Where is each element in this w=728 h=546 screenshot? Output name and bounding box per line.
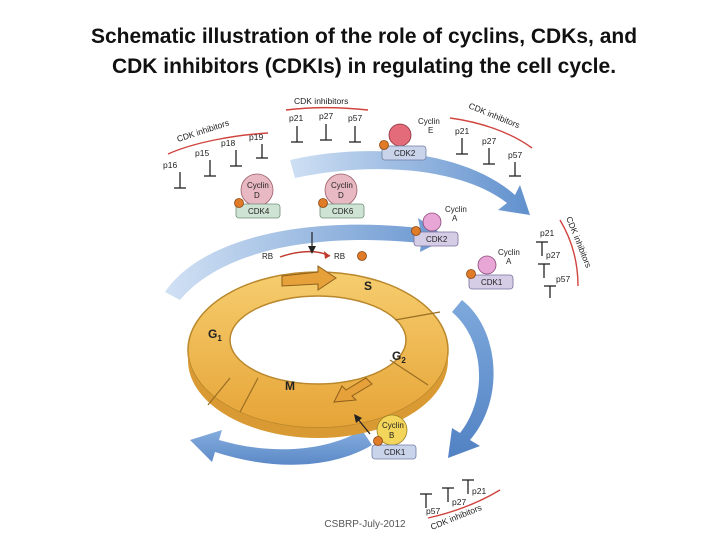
cycle-arrow-left (165, 218, 448, 300)
complex-cyclin-a-cdk2: Cyclin A CDK2 (411, 205, 467, 247)
complex-cyclin-d-cdk6: Cyclin D CDK6 (318, 173, 365, 219)
svg-text:A: A (506, 257, 512, 266)
svg-text:Cyclin: Cyclin (445, 205, 467, 214)
svg-text:CDK1: CDK1 (384, 448, 406, 457)
svg-text:p57: p57 (348, 113, 362, 123)
svg-text:p27: p27 (482, 136, 496, 146)
phase-g2-label: G2 (392, 349, 406, 365)
svg-text:CDK1: CDK1 (481, 278, 503, 287)
rb-phosphorylation: RB RB (262, 232, 367, 261)
rb-unphosphorylated-label: RB (262, 252, 273, 261)
phase-s-label: S (364, 279, 372, 293)
svg-text:p27: p27 (546, 250, 560, 260)
svg-text:CDK6: CDK6 (332, 207, 354, 216)
svg-text:Cyclin: Cyclin (498, 248, 520, 257)
svg-text:p19: p19 (249, 132, 263, 142)
svg-text:Cyclin: Cyclin (418, 117, 440, 126)
complex-cyclin-e-cdk2: Cyclin E CDK2 (379, 117, 440, 161)
svg-text:p16: p16 (163, 160, 177, 170)
slide-title: Schematic illustration of the role of cy… (0, 22, 728, 82)
cdk2-a-phosphate-dot (411, 226, 421, 236)
title-line-1: Schematic illustration of the role of cy… (90, 25, 638, 48)
cdk4-phosphate-dot (234, 198, 244, 208)
svg-text:p57: p57 (556, 274, 570, 284)
svg-text:CDK2: CDK2 (394, 149, 416, 158)
svg-text:p57: p57 (426, 506, 440, 516)
inhibitor-group-top-label: CDK inhibitors (294, 96, 348, 106)
complex-cyclin-b-cdk1: Cyclin B CDK1 (354, 414, 417, 460)
g2-m-checkpoint-arrow (333, 377, 373, 403)
inhibitor-group-right-upper: CDK inhibitors p21 p27 p57 (449, 101, 533, 177)
svg-text:p15: p15 (195, 148, 209, 158)
inhibitor-group-top: CDK inhibitors p21 p27 p57 (285, 96, 369, 143)
cdk1-b-phosphate-dot (373, 436, 383, 446)
phase-m-label: M (285, 379, 295, 393)
svg-text:Cyclin: Cyclin (382, 421, 404, 430)
svg-text:p21: p21 (540, 228, 554, 238)
cdk1-a-phosphate-dot (466, 269, 476, 279)
title-line-2: CDK inhibitors (CDKIs) in regulating the… (111, 55, 617, 78)
svg-text:B: B (389, 431, 394, 440)
phase-g1-label: G1 (208, 327, 222, 343)
svg-text:CDK2: CDK2 (426, 235, 448, 244)
cycle-arrow-top (290, 151, 530, 215)
svg-text:p27: p27 (452, 497, 466, 507)
rb-reaction-arrow (279, 250, 331, 258)
svg-text:p27: p27 (319, 111, 333, 121)
inhibitor-group-right-middle: CDK inhibitors p21 p27 p57 (536, 215, 594, 298)
cdk2-e-phosphate-dot (379, 140, 389, 150)
cycle-arrow-bottom (190, 430, 372, 465)
svg-text:p21: p21 (289, 113, 303, 123)
svg-text:Cyclin: Cyclin (331, 181, 353, 190)
cycle-arrow-right (448, 300, 494, 458)
svg-text:p21: p21 (455, 126, 469, 136)
footer-credit: CSBRP-July-2012 (324, 519, 406, 530)
rb-phosphate-dot (357, 251, 367, 261)
inhibitor-group-bottom: CDK inhibitors p57 p27 p21 (420, 479, 501, 532)
svg-text:p57: p57 (508, 150, 522, 160)
svg-text:p18: p18 (221, 138, 235, 148)
svg-text:CDK4: CDK4 (248, 207, 270, 216)
svg-text:A: A (452, 214, 458, 223)
phase-g2-subscript: 2 (401, 356, 406, 365)
complex-cyclin-a-cdk1: Cyclin A CDK1 (466, 248, 520, 290)
svg-text:D: D (338, 191, 344, 200)
svg-text:Cyclin: Cyclin (247, 181, 269, 190)
complex-cyclin-d-cdk4: Cyclin D CDK4 (234, 173, 281, 219)
cdk6-phosphate-dot (318, 198, 328, 208)
svg-text:p21: p21 (472, 486, 486, 496)
inhibitor-group-right-middle-label: CDK inhibitors (564, 215, 594, 269)
svg-text:E: E (428, 126, 433, 135)
inhibitor-group-right-upper-label: CDK inhibitors (467, 101, 521, 131)
svg-text:D: D (254, 191, 260, 200)
cell-cycle-ring (187, 271, 449, 438)
rb-phosphorylated-label: RB (334, 252, 345, 261)
phase-g1-subscript: 1 (217, 334, 222, 343)
g1-s-checkpoint-arrow (281, 265, 337, 291)
